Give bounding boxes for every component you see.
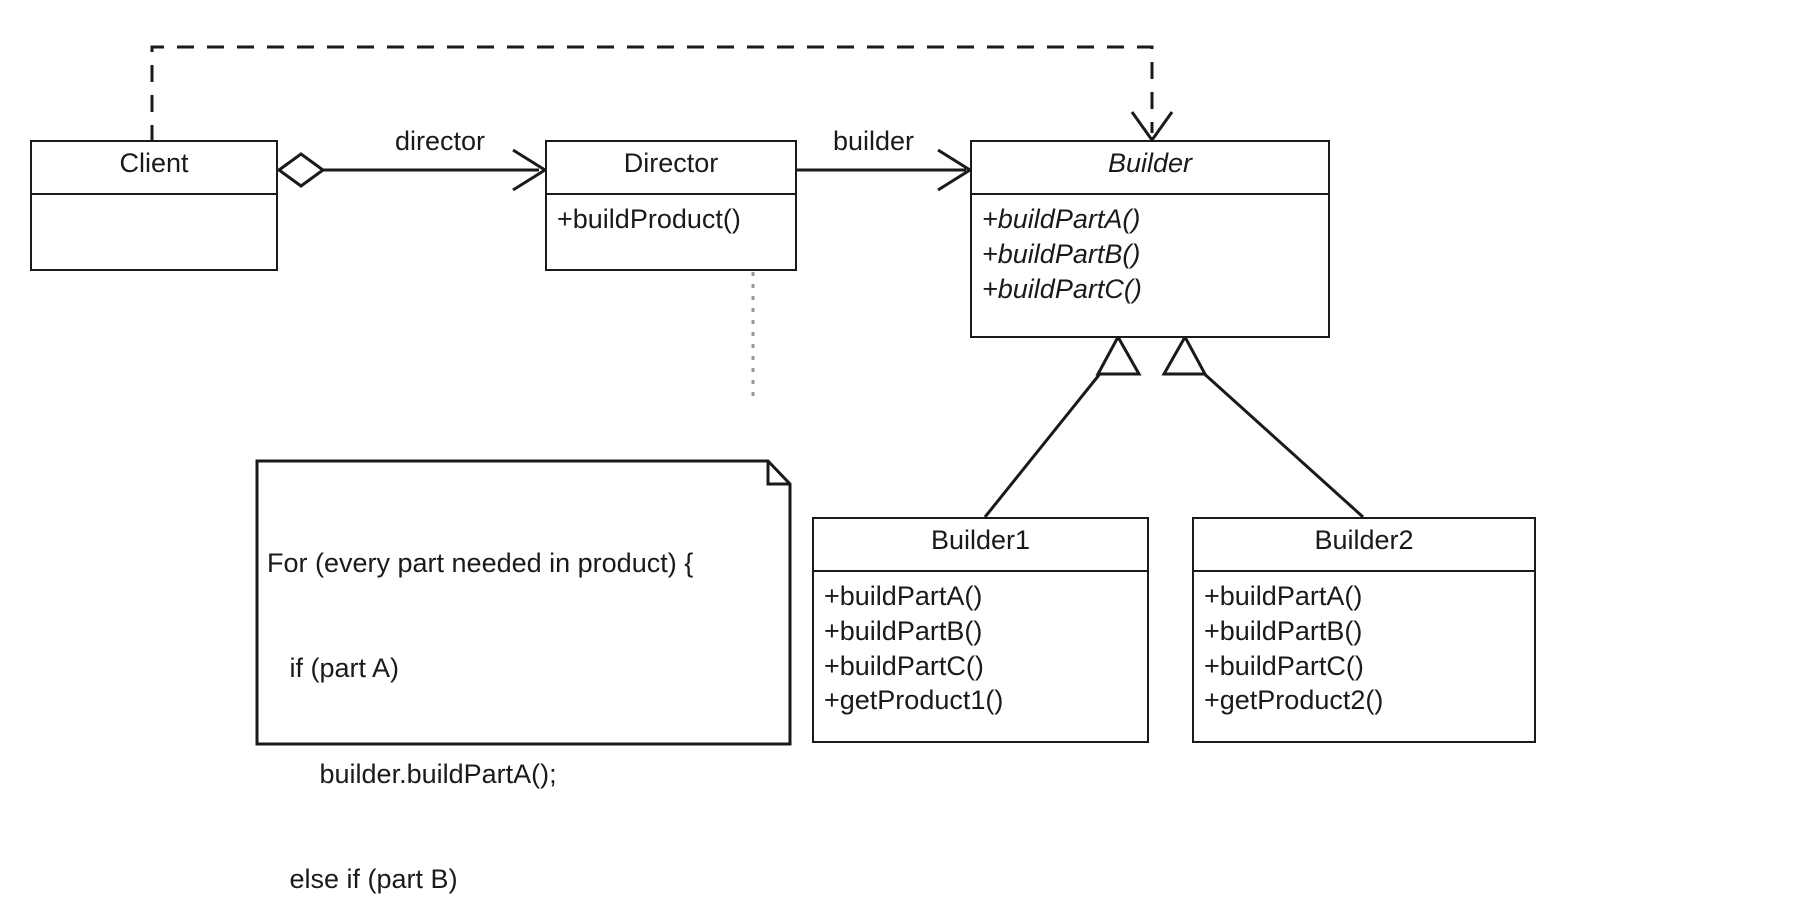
edge-label-builder-role: builder: [833, 126, 915, 156]
class-member: +buildPartA(): [824, 581, 983, 611]
class-box-builder[interactable]: Builder +buildPartA() +buildPartB() +bui…: [970, 140, 1330, 338]
class-member: +buildPartB(): [1204, 615, 1363, 646]
class-box-builder1[interactable]: Builder1 +buildPartA() +buildPartB() +bu…: [812, 517, 1149, 743]
association-edge-director-builder: [797, 148, 973, 192]
note-shape: [255, 459, 792, 746]
class-name-builder: Builder: [972, 142, 1328, 195]
class-member: +buildProduct(): [557, 204, 741, 234]
class-name-client: Client: [32, 142, 276, 195]
inheritance-triangle-builder1: [1095, 333, 1142, 376]
note-line: else if (part B): [267, 864, 458, 895]
class-members-builder2: +buildPartA() +buildPartB() +buildPartC(…: [1194, 572, 1534, 741]
class-box-client[interactable]: Client: [30, 140, 278, 271]
generalization-edge-builder2-builder: [1161, 333, 1365, 519]
note-line: builder.buildPartA();: [267, 758, 557, 789]
note-text: For (every part needed in product) { if …: [255, 404, 792, 894]
class-member: +getProduct1(): [824, 685, 1004, 716]
class-member: +getProduct2(): [1204, 685, 1384, 716]
class-member: +buildPartB(): [982, 238, 1141, 269]
aggregation-edge-client-director: [276, 148, 548, 192]
class-member: +buildPartC(): [824, 650, 984, 681]
note-line: if (part A): [267, 653, 400, 684]
edge-label-director-role: director: [395, 126, 486, 156]
inheritance-triangle-builder2: [1161, 333, 1208, 376]
class-member: +buildPartB(): [824, 615, 983, 646]
class-box-builder2[interactable]: Builder2 +buildPartA() +buildPartB() +bu…: [1192, 517, 1536, 743]
class-members-builder1: +buildPartA() +buildPartB() +buildPartC(…: [814, 572, 1147, 741]
class-name-director: Director: [547, 142, 795, 195]
class-member: +buildPartC(): [1204, 650, 1364, 681]
class-members-director: +buildProduct(): [547, 195, 795, 269]
aggregation-diamond: [276, 152, 326, 188]
note-line: For (every part needed in product) {: [267, 548, 694, 579]
class-member: +buildPartA(): [982, 204, 1141, 234]
class-members-client: [32, 195, 276, 269]
generalization-edge-builder1-builder: [983, 333, 1142, 518]
class-box-director[interactable]: Director +buildProduct(): [545, 140, 797, 271]
class-name-builder2: Builder2: [1194, 519, 1534, 572]
class-members-builder: +buildPartA() +buildPartB() +buildPartC(…: [972, 195, 1328, 336]
class-member: +buildPartC(): [982, 273, 1142, 304]
class-member: +buildPartA(): [1204, 581, 1363, 611]
note-box[interactable]: For (every part needed in product) { if …: [255, 404, 792, 894]
class-name-builder1: Builder1: [814, 519, 1147, 572]
